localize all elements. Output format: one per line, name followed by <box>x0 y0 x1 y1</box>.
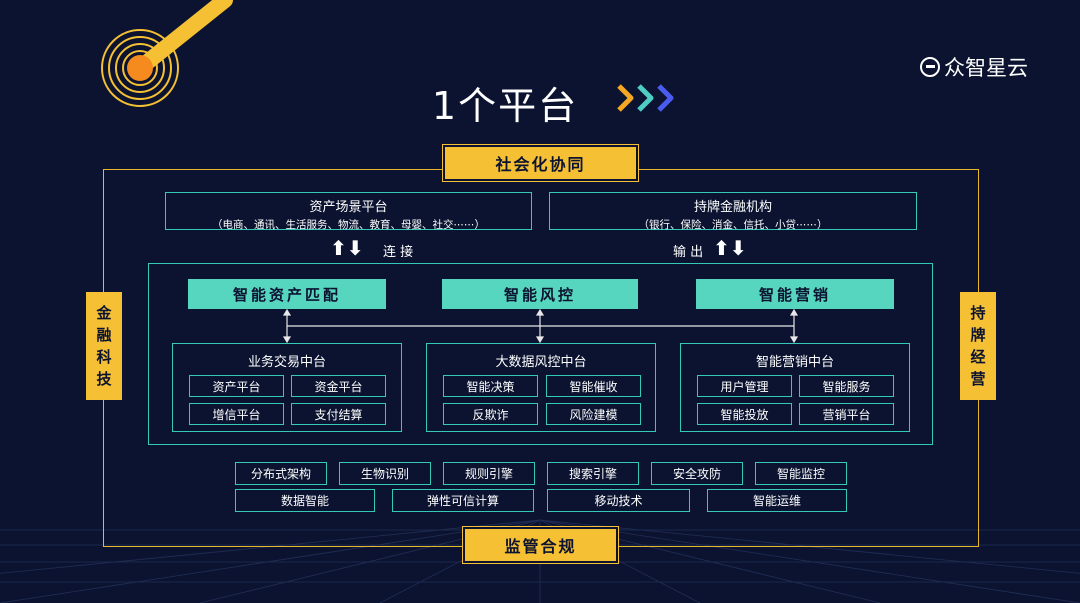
triple-chevron-icon <box>615 82 680 114</box>
right-label-licensed: 持 牌 经 营 <box>960 292 996 400</box>
center-item: 反欺诈 <box>443 403 538 425</box>
bottom-label-compliance: 监管合规 <box>463 527 618 563</box>
tech-item: 智能监控 <box>755 462 847 485</box>
center-item: 资产平台 <box>189 375 284 397</box>
asset-scene-platform-box: 资产场景平台 （电商、通讯、生活服务、物流、教育、母婴、社交⋯⋯） <box>165 192 532 230</box>
center-item: 营销平台 <box>799 403 894 425</box>
center-item: 增信平台 <box>189 403 284 425</box>
center-item: 用户管理 <box>697 375 792 397</box>
tech-item: 弹性可信计算 <box>392 489 534 512</box>
center-item: 资金平台 <box>291 375 386 397</box>
center-item: 风险建模 <box>546 403 641 425</box>
up-down-arrows-icon: ⬆⬇ <box>713 236 747 260</box>
module-smart-risk-control: 智能风控 <box>442 279 638 309</box>
module-smart-marketing: 智能营销 <box>696 279 894 309</box>
licensed-institution-box: 持牌金融机构 （银行、保险、消金、信托、小贷⋯⋯） <box>549 192 917 230</box>
up-down-arrows-icon: ⬆⬇ <box>330 236 364 260</box>
connector-lines <box>270 309 810 343</box>
center-item: 智能催收 <box>546 375 641 397</box>
center-item: 智能投放 <box>697 403 792 425</box>
center-item: 智能决策 <box>443 375 538 397</box>
tech-item: 智能运维 <box>707 489 847 512</box>
tech-item: 规则引擎 <box>443 462 535 485</box>
center-item: 支付结算 <box>291 403 386 425</box>
page-title: 1个平台 <box>0 75 1080 130</box>
center-item: 智能服务 <box>799 375 894 397</box>
top-label-social-collaboration: 社会化协同 <box>443 145 638 181</box>
left-label-fintech: 金 融 科 技 <box>86 292 122 400</box>
tech-item: 移动技术 <box>547 489 690 512</box>
tech-item: 搜索引擎 <box>547 462 639 485</box>
connect-label: 连 接 <box>383 241 413 260</box>
module-smart-asset-matching: 智能资产匹配 <box>188 279 386 309</box>
output-label: 输 出 <box>673 241 703 260</box>
tech-item: 数据智能 <box>235 489 375 512</box>
logo-mark-icon <box>920 57 940 77</box>
tech-item: 分布式架构 <box>235 462 327 485</box>
tech-item: 安全攻防 <box>651 462 743 485</box>
tech-item: 生物识别 <box>339 462 431 485</box>
